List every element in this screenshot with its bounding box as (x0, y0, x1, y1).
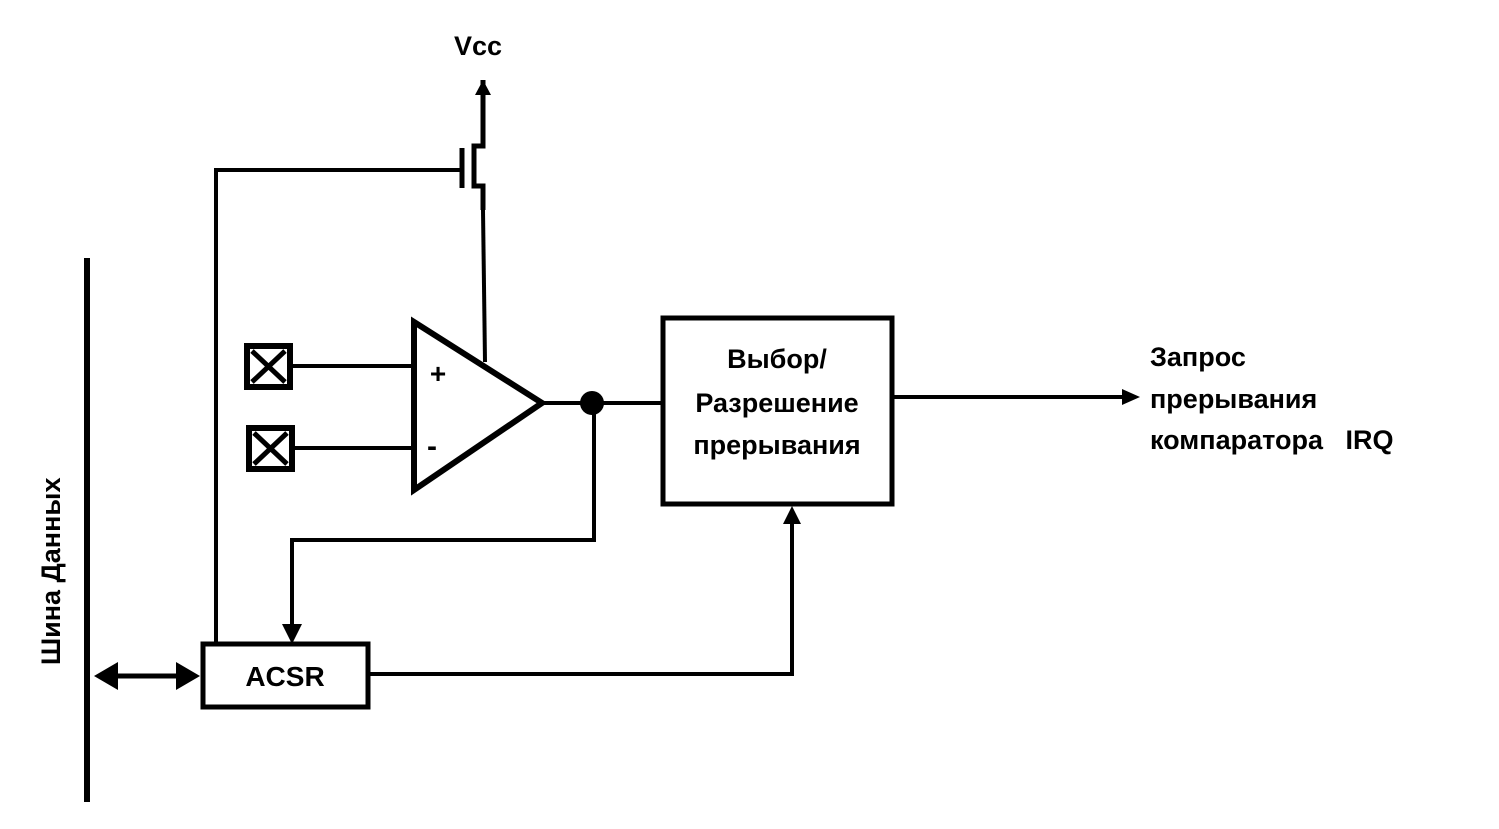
pin-minus-icon (246, 425, 295, 472)
comparator-opamp (411, 316, 548, 496)
irq-select-enable-block (660, 315, 895, 507)
bus-acsr-arrow (94, 662, 200, 690)
irq-enable-arrow-icon (783, 506, 801, 524)
output-label-line-2: прерывания (1150, 384, 1317, 414)
vcc-arrow-icon (475, 80, 491, 95)
irq-block-line-2: Разрешение (695, 388, 858, 418)
vcc-label: Vcc (454, 31, 502, 61)
acsr-label: ACSR (245, 661, 324, 692)
acsr-to-irq-wire (368, 522, 794, 676)
output-label-line-3: компаратора IRQ (1150, 425, 1393, 455)
irq-output-arrow-icon (1122, 389, 1140, 405)
mosfet-transistor (459, 80, 487, 363)
irq-block-line-3: прерывания (693, 430, 860, 460)
junction-to-acsr-wire (290, 403, 596, 628)
acsr-input-arrow-icon (282, 624, 302, 644)
plus-sign: + (430, 358, 446, 389)
pin-plus-icon (244, 343, 293, 390)
minus-sign: - (427, 430, 437, 463)
acsr-to-gate-wire (214, 168, 460, 644)
data-bus-label: Шина Данных (36, 478, 66, 666)
irq-block-line-1: Выбор/ (727, 344, 827, 374)
output-label-line-1: Запрос (1150, 342, 1246, 372)
